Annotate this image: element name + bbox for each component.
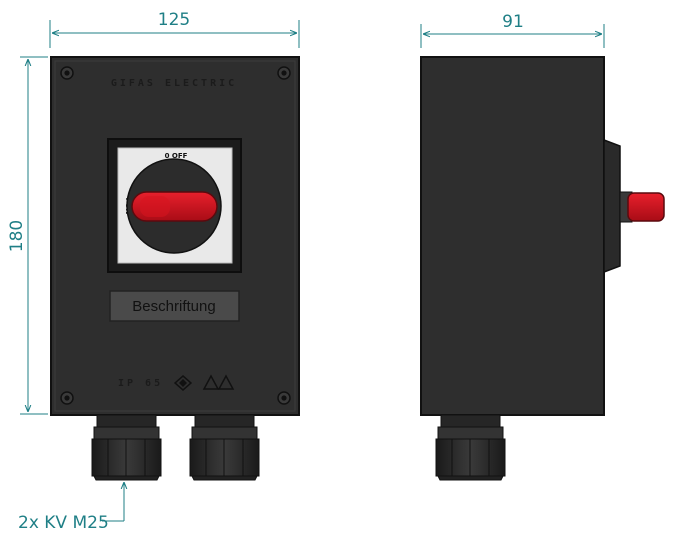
off-position-label: 0 OFF (165, 152, 188, 160)
width-dimension-label: 125 (158, 10, 190, 30)
screw-icon (277, 391, 291, 405)
cable-gland-left (91, 414, 162, 481)
cable-gland-right (189, 414, 260, 481)
brand-label: GIFAS ELECTRIC (111, 78, 237, 89)
ip-rating-label: IP 65 (118, 378, 163, 389)
corner-screws (60, 66, 291, 405)
label-plate-text: Beschriftung (132, 298, 215, 315)
side-view: 91 (420, 12, 665, 481)
depth-dimension: 91 (420, 12, 605, 48)
height-dimension-label: 180 (7, 220, 27, 252)
rotary-handle-side (627, 192, 665, 222)
width-dimension: 125 (49, 10, 300, 48)
height-dimension: 180 (7, 56, 48, 415)
cable-gland-callout: 2x KV M25 (18, 482, 124, 533)
screw-icon (277, 66, 291, 80)
warning-triangle-icon (202, 374, 235, 390)
depth-dimension-label: 91 (502, 12, 524, 32)
certification-icon (173, 375, 193, 391)
screw-icon (60, 391, 74, 405)
label-plate (109, 290, 240, 322)
enclosure-front (50, 56, 300, 416)
screw-icon (60, 66, 74, 80)
cable-gland-side (435, 414, 506, 481)
enclosure-side (420, 56, 605, 416)
front-view: 125 180 GIFAS ELECTRIC 0 OFF I ON (7, 10, 300, 533)
cable-gland-callout-label: 2x KV M25 (18, 513, 109, 533)
switch-housing-side (603, 138, 621, 274)
